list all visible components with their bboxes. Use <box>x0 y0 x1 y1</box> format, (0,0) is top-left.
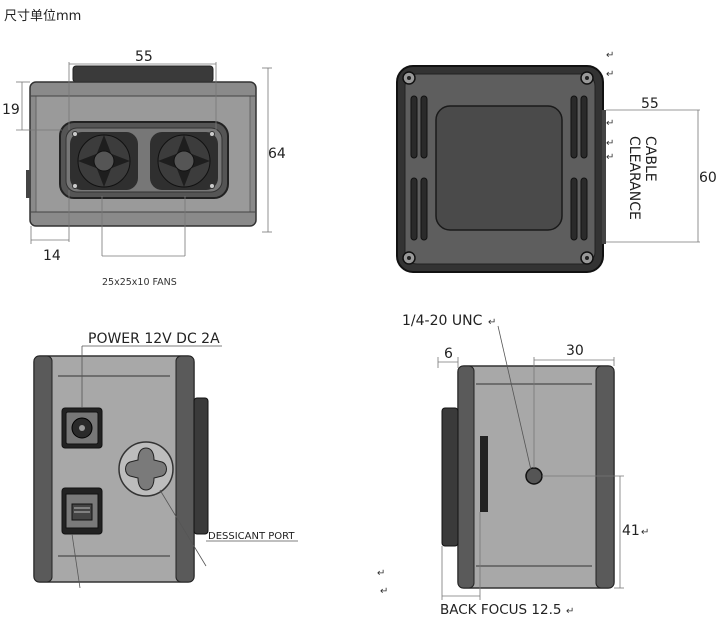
front-view: 55 64 19 14 25x25x10 FANS <box>2 49 286 288</box>
svg-text:↵: ↵ <box>606 69 614 80</box>
dessicant-cross <box>125 447 167 491</box>
svg-text:↵: ↵ <box>566 606 574 617</box>
offset-label: 6 <box>444 346 453 362</box>
svg-text:↵: ↵ <box>377 568 385 579</box>
front-top-offset-label: 19 <box>2 102 20 118</box>
svg-text:↵: ↵ <box>606 152 614 163</box>
front-top-cap <box>72 65 214 83</box>
mount-label: 1/4-20 UNC <box>402 313 483 329</box>
rear-recess <box>435 105 563 231</box>
unit-note: 尺寸单位mm <box>4 9 81 24</box>
side-right-rail <box>175 355 195 583</box>
mount-x-label: 30 <box>566 343 584 359</box>
rear-depth-label: 55 <box>641 96 659 112</box>
lens-right-rail <box>595 365 615 589</box>
cable-clearance-label: CABLE CLEARANCE <box>626 136 658 220</box>
rear-height-label: 60 <box>699 170 717 186</box>
dessicant-label: DESSICANT PORT <box>208 531 295 542</box>
front-side-stub <box>26 170 31 198</box>
front-left-offset-label: 14 <box>43 248 61 264</box>
side-lens-ring <box>193 397 209 535</box>
rear-screws <box>402 71 594 265</box>
svg-text:↵: ↵ <box>606 118 614 129</box>
lens-view: 1/4-20 UNC ↵ 6 30 41 ↵ BACK FOCUS 12.5 ↵… <box>377 313 649 618</box>
svg-text:↵: ↵ <box>606 50 614 61</box>
rear-vents-left <box>410 95 428 241</box>
fans-caption: 25x25x10 FANS <box>102 277 177 288</box>
svg-text:↵: ↵ <box>606 138 614 149</box>
lens-left-rail <box>457 365 475 589</box>
svg-text:↵: ↵ <box>488 317 496 328</box>
tripod-mount-hole <box>525 467 543 485</box>
rear-view: ↵ ↵ ↵ ↵ ↵ CABLE CLEARANCE 55 60 <box>396 50 717 273</box>
side-left-rail <box>33 355 53 583</box>
rear-vents-right <box>570 95 588 241</box>
side-view: POWER 12V DC 2A DESSICANT PORT <box>33 331 298 589</box>
power-label: POWER 12V DC 2A <box>88 331 220 347</box>
lens-slot <box>480 436 488 512</box>
fan-left <box>70 132 138 190</box>
mount-y-label: 41 <box>622 523 640 539</box>
svg-text:↵: ↵ <box>641 527 649 538</box>
front-width-label: 55 <box>135 49 153 65</box>
svg-text:CABLE: CABLE <box>642 136 658 182</box>
front-height-label: 64 <box>268 146 286 162</box>
svg-text:CLEARANCE: CLEARANCE <box>626 136 642 220</box>
fan-right <box>150 132 218 190</box>
back-focus-label: BACK FOCUS 12.5 <box>440 602 561 618</box>
svg-text:↵: ↵ <box>380 586 388 597</box>
rear-edge <box>602 110 606 244</box>
lens-front-ring <box>441 407 459 547</box>
